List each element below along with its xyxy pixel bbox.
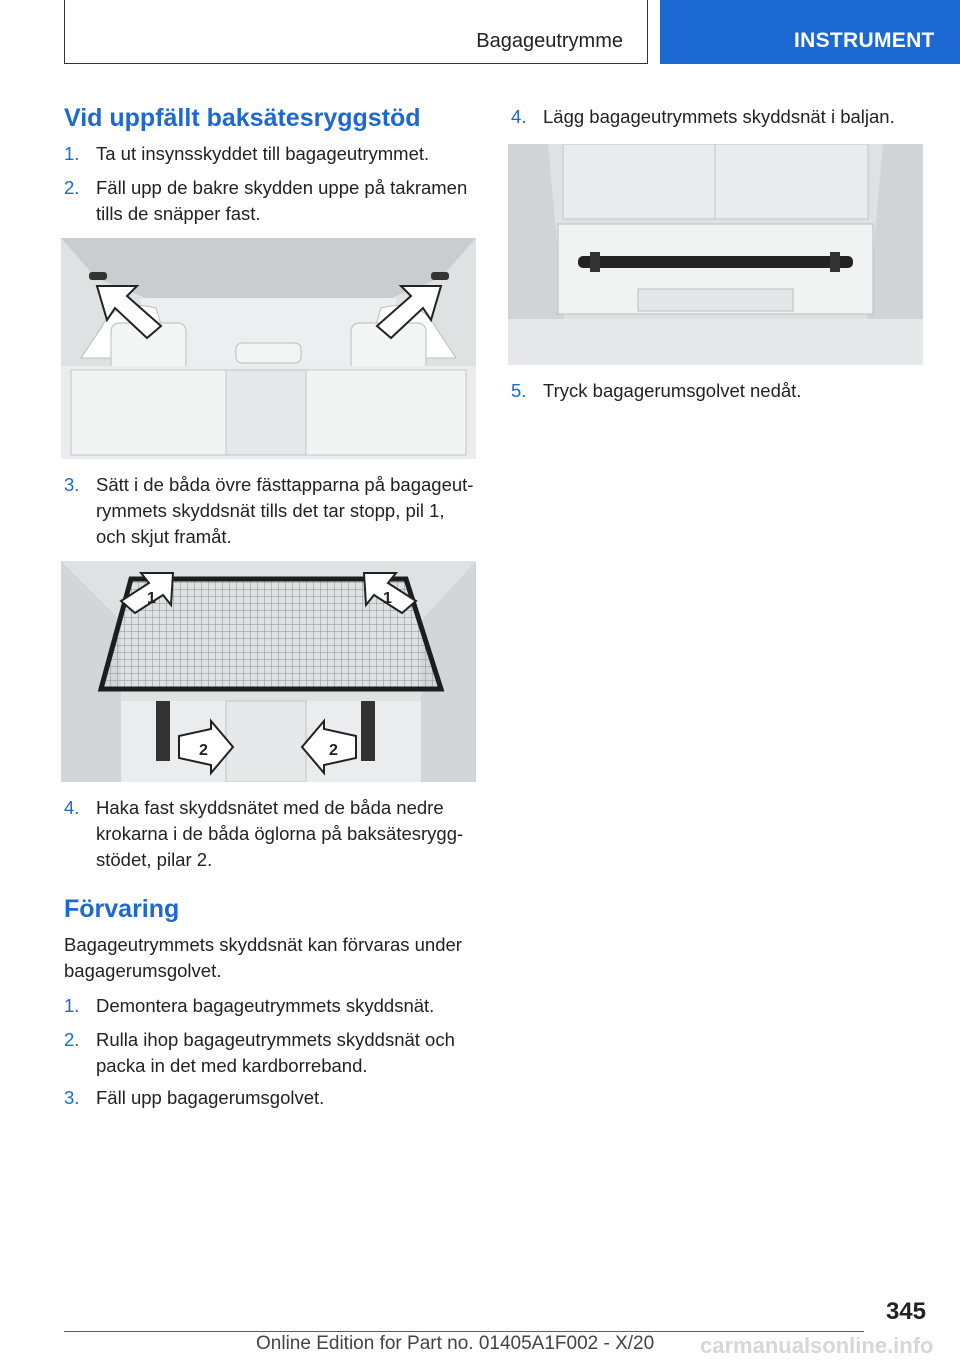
heading-raised-backrest: Vid uppfällt baksätesryggstöd xyxy=(64,104,421,132)
paragraph-line: bagagerumsgolvet. xyxy=(64,960,222,981)
step-text: Haka fast skyddsnätet med de båda nedre xyxy=(96,797,444,818)
step-text: tills de snäpper fast. xyxy=(96,203,261,224)
step-number: 5. xyxy=(511,380,527,401)
step-text: Demontera bagageutrymmets skyddsnät. xyxy=(96,995,435,1016)
watermark: carmanualsonline.info xyxy=(700,1333,934,1358)
list-item: 5. Tryck bagagerumsgolvet nedåt. xyxy=(511,378,931,404)
heading-storage: Förvaring xyxy=(64,895,180,923)
arrow-label-2: 2 xyxy=(329,742,338,759)
arrow-label-1: 1 xyxy=(147,590,156,607)
storage-paragraph: Bagageutrymmets skyddsnät kan förvaras u… xyxy=(64,932,484,984)
header-section-box: Bagageutrymme xyxy=(64,0,648,64)
step-number: 3. xyxy=(64,1087,80,1108)
step-number: 2. xyxy=(64,177,80,198)
illustration-net-hooks: 1 1 2 2 xyxy=(61,561,476,782)
illustration-net-in-tray xyxy=(508,144,923,365)
list-item: 2. Rulla ihop bagageutrymmets skyddsnät … xyxy=(64,1027,484,1079)
step-number: 3. xyxy=(64,474,80,495)
step-number: 1. xyxy=(64,143,80,164)
step-number: 1. xyxy=(64,995,80,1016)
step-number: 4. xyxy=(511,106,527,127)
step-text: och skjut framåt. xyxy=(96,526,232,547)
list-item: 3. Sätt i de båda övre fästtapparna på b… xyxy=(64,472,484,550)
list-item: 2. Fäll upp de bakre skydden uppe på tak… xyxy=(64,175,484,227)
list-item: 3. Fäll upp bagagerumsgolvet. xyxy=(64,1085,484,1111)
step-text: krokarna i de båda öglorna på baksätesry… xyxy=(96,823,464,844)
step-number: 2. xyxy=(64,1029,80,1050)
header-chapter-title: INSTRUMENT xyxy=(794,29,935,52)
header-section-title: Bagageutrymme xyxy=(476,30,623,52)
page-number: 345 xyxy=(885,1298,926,1325)
footer-divider xyxy=(64,1331,864,1332)
list-item: 4. Haka fast skyddsnätet med de båda ned… xyxy=(64,795,484,873)
step-text: Fäll upp bagagerumsgolvet. xyxy=(96,1087,325,1108)
step-text: Lägg bagageutrymmets skyddsnät i baljan. xyxy=(543,106,895,127)
step-text: rymmets skyddsnät tills det tar stopp, p… xyxy=(96,500,445,521)
list-item: 1. Demontera bagageutrymmets skyddsnät. xyxy=(64,993,484,1019)
step-text: Tryck bagagerumsgolvet nedåt. xyxy=(543,380,802,401)
illustration-roof-covers xyxy=(61,238,476,459)
step-text: Sätt i de båda övre fästtapparna på baga… xyxy=(96,474,474,495)
step-text: Rulla ihop bagageutrymmets skyddsnät och xyxy=(96,1029,455,1050)
footer-edition: Online Edition for Part no. 01405A1F002 … xyxy=(256,1333,655,1354)
paragraph-line: Bagageutrymmets skyddsnät kan förvaras u… xyxy=(64,934,462,955)
list-item: 1. Ta ut insynsskyddet till bagageutrymm… xyxy=(64,141,484,167)
arrow-label-1: 1 xyxy=(383,590,392,607)
header-chapter-tab: INSTRUMENT xyxy=(660,0,960,64)
arrow-label-2: 2 xyxy=(199,742,208,759)
step-text: packa in det med kardborreband. xyxy=(96,1055,368,1076)
list-item: 4. Lägg bagageutrymmets skyddsnät i balj… xyxy=(511,104,931,130)
step-text: stödet, pilar 2. xyxy=(96,849,213,870)
step-text: Ta ut insynsskyddet till bagageutrymmet. xyxy=(96,143,430,164)
step-text: Fäll upp de bakre skydden uppe på takram… xyxy=(96,177,468,198)
step-number: 4. xyxy=(64,797,80,818)
